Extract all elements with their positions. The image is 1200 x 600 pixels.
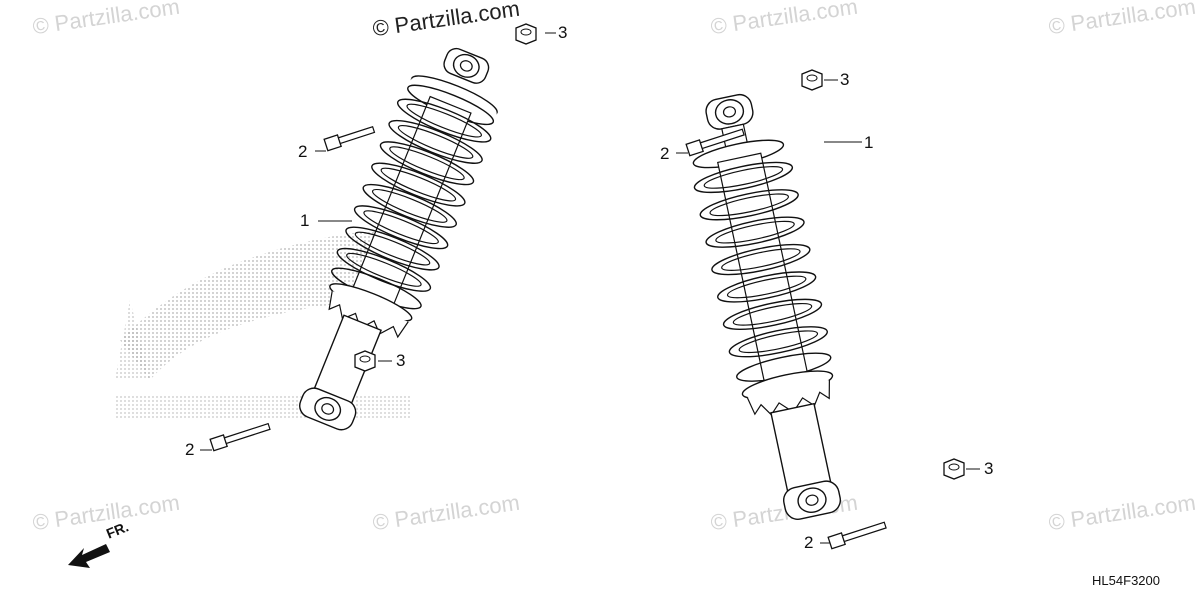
shock-absorber-right — [692, 93, 842, 520]
callout-part-2-left-lower: 2 — [185, 440, 195, 459]
bolt-left-upper — [323, 125, 376, 152]
callout-part-1-left: 1 — [300, 211, 310, 230]
callout-part-3-left-lower: 3 — [396, 351, 406, 370]
nut-left-lower — [354, 350, 376, 372]
bolt-right-lower — [827, 521, 887, 550]
callout-part-2-right-lower: 2 — [804, 533, 814, 552]
front-direction-arrow — [68, 544, 110, 568]
callout-part-1-right: 1 — [864, 133, 874, 152]
callout-part-2-left-upper: 2 — [298, 142, 308, 161]
nut-right-upper — [801, 69, 823, 91]
nut-left-upper — [515, 23, 537, 45]
bolt-left-lower — [209, 422, 271, 452]
diagram-code: HL54F3200 — [1092, 573, 1160, 588]
nut-right-lower — [943, 458, 965, 480]
callout-part-3-right-upper: 3 — [840, 70, 850, 89]
shock-absorber-left — [299, 47, 498, 431]
callout-part-3-right-lower: 3 — [984, 459, 994, 478]
leader-lines — [200, 32, 980, 544]
bolt-right-upper — [685, 128, 745, 157]
callout-part-2-right-upper: 2 — [660, 144, 670, 163]
callout-part-3-left-upper: 3 — [558, 23, 568, 42]
